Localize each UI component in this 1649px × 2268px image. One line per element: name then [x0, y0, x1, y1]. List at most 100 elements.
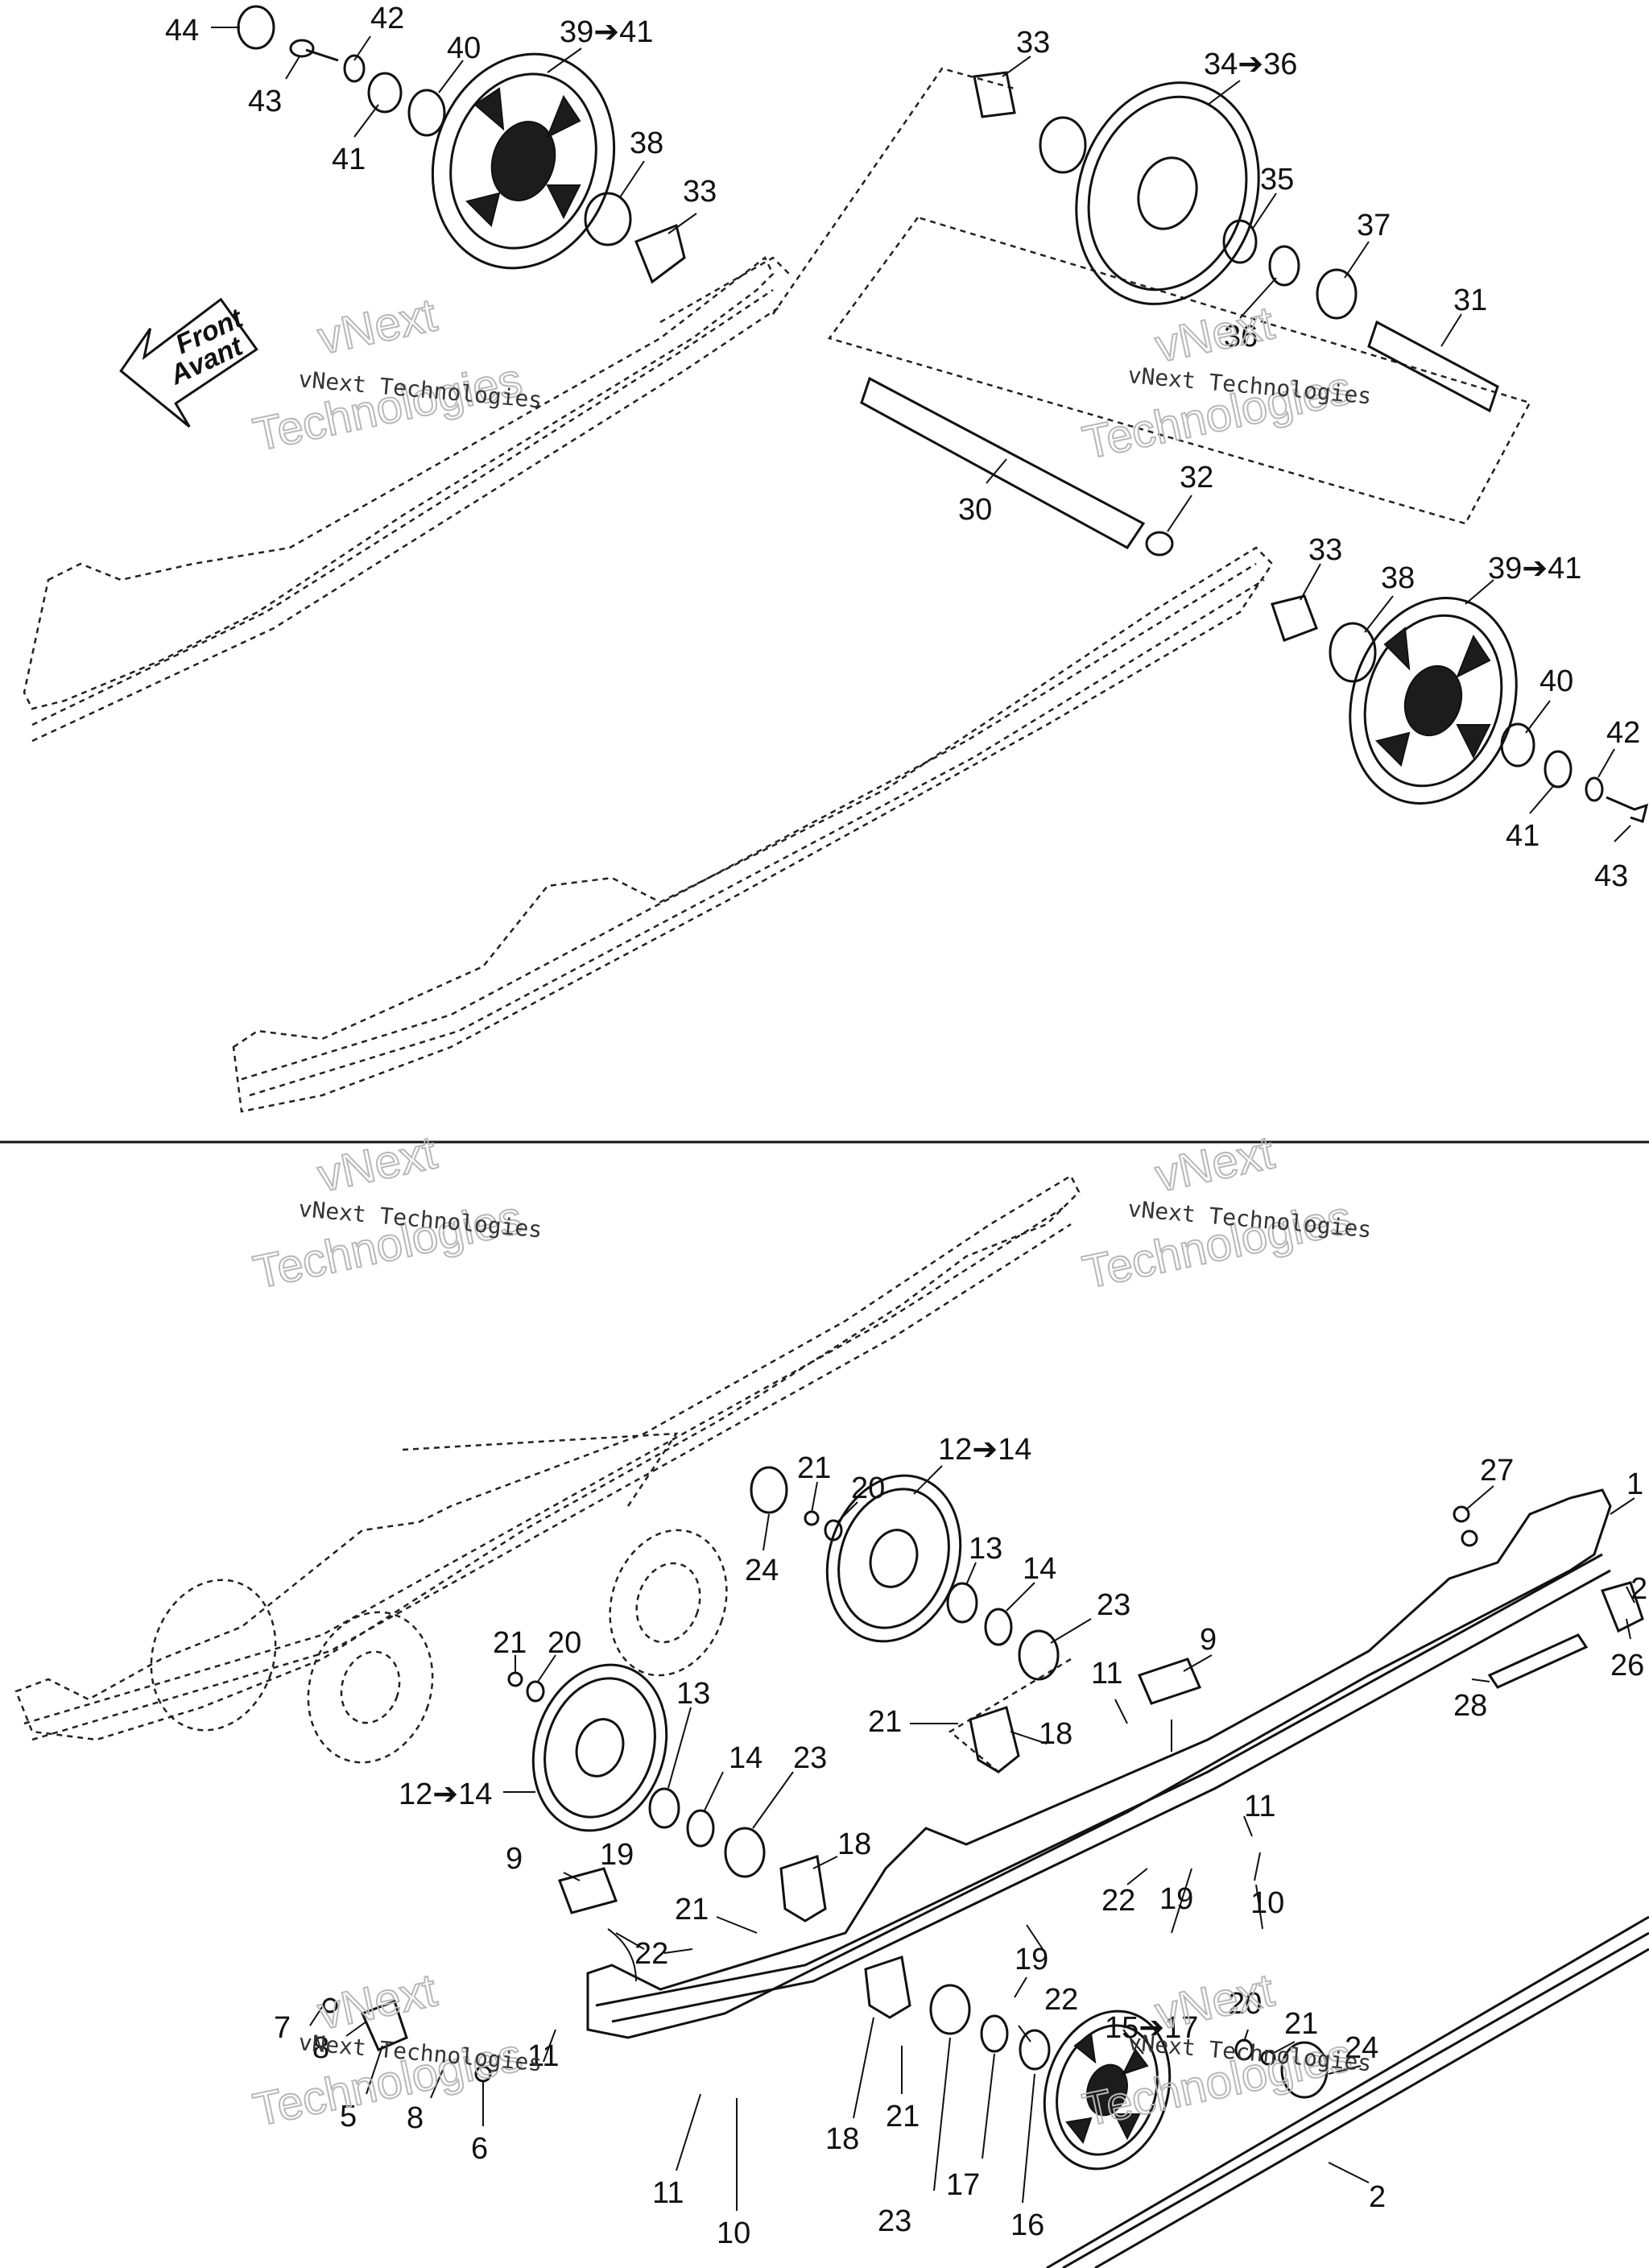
slider-block-9-upper — [1137, 1658, 1202, 1705]
label-18-c: 18 — [825, 2122, 859, 2156]
label-16: 16 — [1010, 2208, 1044, 2242]
label-17: 17 — [946, 2168, 980, 2202]
washer-44 — [237, 5, 275, 50]
washer-42-right — [1585, 776, 1604, 802]
label-30: 30 — [958, 493, 992, 527]
watermark-word1: vNext — [1151, 1964, 1279, 2039]
label-23-b: 23 — [793, 1741, 827, 1775]
label-14-b: 14 — [729, 1741, 763, 1775]
label-22-c: 22 — [1044, 1983, 1078, 2017]
axle-30 — [860, 376, 1146, 549]
label-21-e: 21 — [886, 2100, 920, 2133]
ring-24-lower — [1280, 2041, 1329, 2099]
label-40-b: 40 — [1539, 664, 1573, 698]
bearing-16-lower — [1019, 2029, 1051, 2071]
label-41: 41 — [332, 143, 366, 176]
label-43: 43 — [248, 85, 282, 118]
nut-21-lower — [1260, 2050, 1276, 2066]
watermark-word1: vNext — [1151, 296, 1279, 372]
label-8-b: 8 — [407, 2101, 424, 2135]
label-11-a: 11 — [1091, 1657, 1122, 1691]
labels-top: 44 42 40 39➔41 43 41 38 33 33 34➔36 35 3… — [165, 2, 1640, 893]
watermark-word1: vNext — [313, 1964, 441, 2039]
bearing-13-upper — [946, 1582, 978, 1624]
label-37: 37 — [1357, 209, 1391, 242]
label-34-36: 34➔36 — [1204, 48, 1297, 81]
idler-wheel-right-top-section — [1349, 597, 1518, 805]
label-33-a: 33 — [683, 175, 717, 209]
label-41-b: 41 — [1506, 819, 1539, 853]
nut-27-a — [1453, 1505, 1470, 1523]
label-5: 5 — [340, 2100, 357, 2133]
label-21-b: 21 — [493, 1626, 527, 1660]
label-20-b: 20 — [548, 1626, 581, 1660]
bushing-33-top — [973, 71, 1016, 118]
label-6: 6 — [471, 2132, 488, 2166]
front-bracket — [360, 2000, 408, 2051]
label-12-14-b: 12➔14 — [399, 1778, 492, 1811]
bushing-33 — [634, 223, 686, 284]
arrow-to-rail-lower — [607, 1928, 637, 1982]
label-15-17: 15➔17 — [1105, 2011, 1198, 2045]
watermark-word1: vNext — [1151, 1126, 1279, 1202]
washer-42 — [343, 54, 366, 83]
bearing-40-right — [1500, 722, 1535, 768]
label-39-41: 39➔41 — [560, 15, 653, 49]
bolt-28 — [1487, 1633, 1589, 1689]
leaders-bottom — [309, 1465, 1635, 2211]
rail-left-top — [23, 256, 790, 743]
idler-wheel-upper-left — [431, 52, 616, 270]
label-18-b: 18 — [1039, 1717, 1072, 1751]
label-33-c: 33 — [1308, 533, 1342, 567]
label-23-c: 23 — [878, 2204, 911, 2238]
label-35: 35 — [1260, 163, 1294, 197]
axle-31 — [1367, 320, 1499, 413]
washer-32 — [1145, 531, 1174, 557]
washer-20-middle — [526, 1680, 545, 1703]
label-21-f: 21 — [1284, 2007, 1318, 2041]
nut-7 — [322, 1997, 338, 2013]
label-20-a: 20 — [851, 1471, 885, 1505]
label-11-d: 11 — [652, 2176, 684, 2210]
label-32: 32 — [1180, 461, 1213, 495]
label-2-a: 2 — [1630, 1572, 1647, 1606]
watermark-word1: vNext — [313, 1126, 441, 1202]
bracket-18-upper — [969, 1706, 1020, 1773]
bolt-43 — [289, 39, 315, 58]
label-43-b: 43 — [1594, 859, 1628, 893]
label-24-a: 24 — [745, 1554, 779, 1587]
ring-41 — [367, 72, 403, 114]
label-19-b: 19 — [600, 1838, 634, 1872]
spacer-37 — [1316, 268, 1358, 320]
label-9-a: 9 — [1200, 1623, 1217, 1657]
axle-box-link — [771, 67, 1015, 315]
spacer-23-upper — [1018, 1629, 1060, 1681]
watermark-word1: vNext — [313, 288, 441, 364]
label-19-a: 19 — [1159, 1882, 1193, 1916]
label-8-a: 8 — [312, 2031, 329, 2065]
bolt-43-shank — [305, 48, 339, 62]
bracket-link-upper — [948, 1658, 1072, 1773]
label-38: 38 — [630, 126, 663, 160]
label-20-c: 20 — [1228, 1987, 1262, 2021]
label-21-a: 21 — [797, 1451, 831, 1485]
ring-36 — [1268, 245, 1300, 287]
washer-20-upper — [824, 1519, 843, 1542]
label-22-b: 22 — [634, 1937, 668, 1971]
spacer-38 — [584, 192, 632, 246]
spacer-23-middle — [724, 1827, 766, 1878]
rear-bracket — [1600, 1581, 1644, 1633]
label-10-b: 10 — [717, 2216, 750, 2250]
ring-17-lower — [980, 2014, 1009, 2053]
spacer-23-lower — [929, 1984, 971, 2035]
track-2 — [1046, 1915, 1649, 2268]
label-7: 7 — [274, 2011, 291, 2045]
bushing-33-right — [1271, 594, 1318, 642]
label-31: 31 — [1453, 284, 1487, 317]
label-2-b: 2 — [1369, 2180, 1386, 2214]
idler-wheel-upper-right — [1075, 81, 1260, 305]
bearing-13-middle — [648, 1787, 680, 1829]
rail-left-bottom — [14, 1174, 1081, 1764]
label-19-c: 19 — [1015, 1943, 1048, 1976]
